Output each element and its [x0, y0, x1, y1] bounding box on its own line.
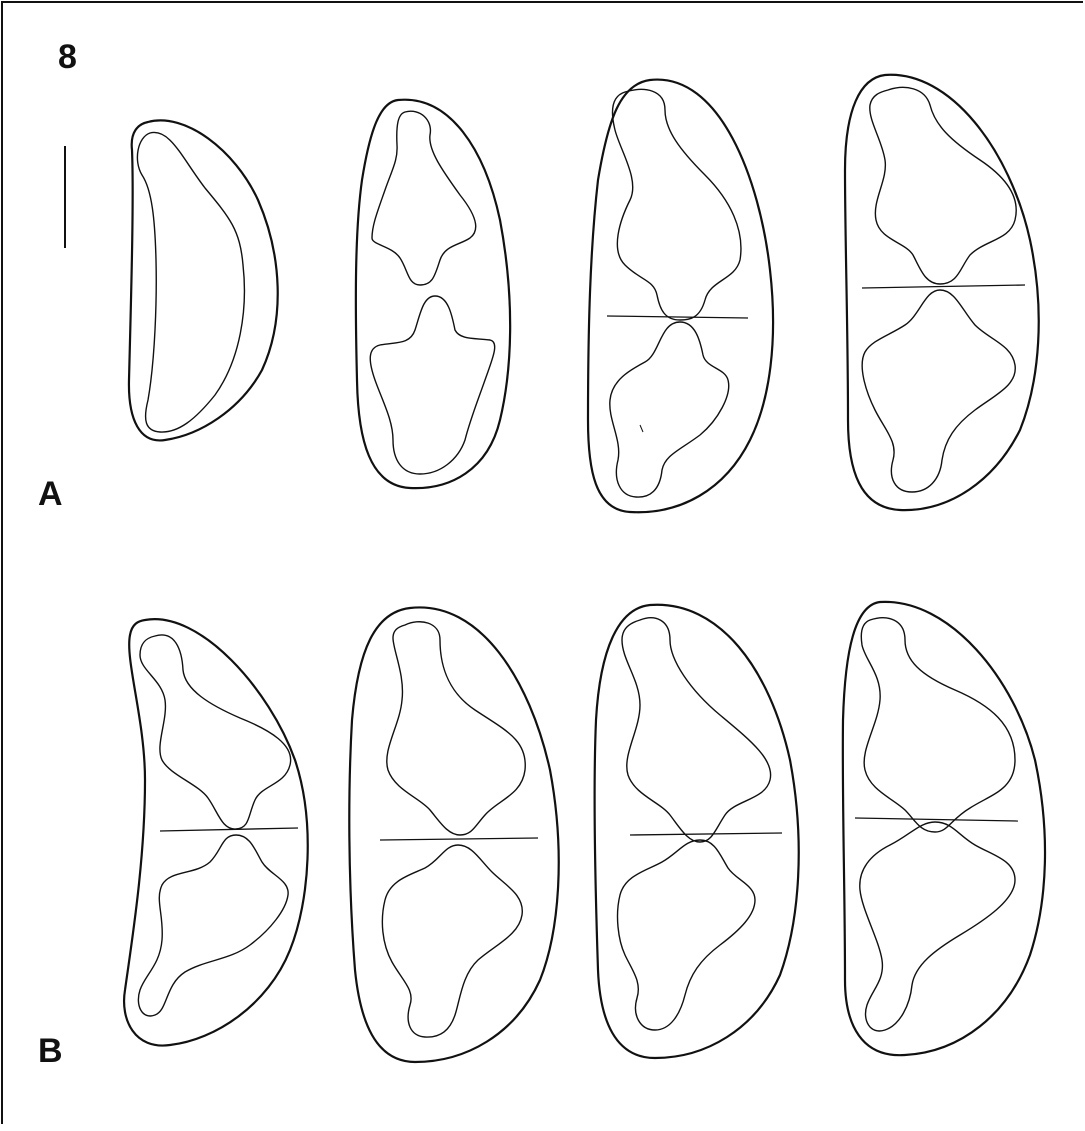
spore-b4-septum: [854, 817, 1019, 822]
spore-a2-lower-cell: [369, 295, 496, 475]
spore-b2-upper-cell: [386, 621, 526, 836]
spore-a3: [586, 78, 775, 514]
spore-b1-upper-cell: [139, 634, 292, 830]
spore-a1: [127, 119, 279, 442]
spore-a4-upper-cell: [869, 86, 1017, 285]
spore-b1: [123, 618, 309, 1047]
spore-b4-lower-cell: [859, 821, 1016, 1032]
spore-b1-wall: [123, 618, 309, 1047]
row-b-label: B: [38, 1032, 63, 1070]
spore-a3-septum: [606, 315, 749, 319]
spore-b3-upper-cell: [621, 617, 772, 843]
spore-b2-lower-cell: [381, 844, 523, 1038]
figure-number: 8: [58, 38, 77, 76]
spore-b4: [841, 600, 1047, 1057]
spore-a4-lower-cell: [861, 289, 1016, 493]
row-a-label: A: [38, 475, 63, 513]
spore-b3-wall: [593, 603, 800, 1060]
spore-a3-wall: [586, 78, 775, 514]
spore-b1-lower-cell: [137, 834, 289, 1017]
spore-b1-septum: [159, 827, 299, 832]
spore-a2: [354, 98, 512, 490]
spore-b3: [593, 603, 800, 1060]
spore-a2-wall: [354, 98, 512, 490]
spore-a1-wall: [127, 119, 279, 442]
spore-a4-septum: [861, 284, 1026, 289]
spore-a2-upper-cell: [371, 110, 477, 286]
spore-a3-upper-cell: [611, 88, 742, 321]
spore-a3-mark: [639, 424, 644, 433]
spore-a1-cytoplasm: [136, 131, 246, 433]
spore-a4: [843, 73, 1040, 512]
spore-b4-upper-cell: [860, 617, 1016, 833]
spore-a3-lower-cell: [609, 321, 730, 498]
spore-b2-wall: [348, 606, 560, 1064]
spore-a4-wall: [843, 73, 1040, 512]
spore-b3-septum: [629, 832, 783, 836]
spore-b2-septum: [379, 837, 539, 841]
spore-b3-lower-cell: [616, 839, 756, 1031]
spore-b2: [348, 606, 560, 1064]
spore-b4-wall: [841, 600, 1047, 1057]
